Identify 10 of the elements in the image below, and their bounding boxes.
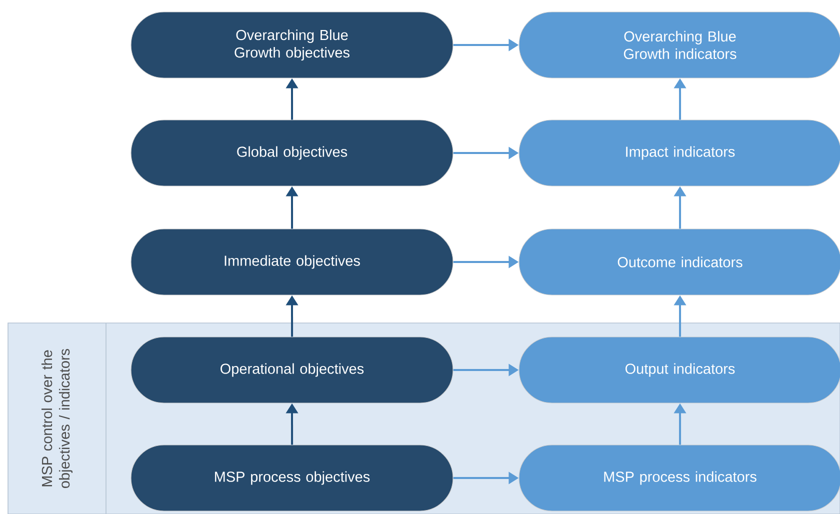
objective-pill: Operational objectives bbox=[130, 336, 454, 404]
indicator-pill: Outcome indicators bbox=[518, 228, 840, 296]
indicator-pill: Overarching Blue Growth indicators bbox=[518, 12, 840, 78]
indicator-pill: Output indicators bbox=[518, 336, 840, 404]
indicator-pill: Impact indicators bbox=[518, 120, 840, 186]
indicator-pill: MSP process indicators bbox=[518, 444, 840, 512]
objective-pill: Global objectives bbox=[130, 120, 454, 186]
objective-pill: Overarching Blue Growth objectives bbox=[130, 12, 454, 78]
objective-pill: MSP process objectives bbox=[130, 444, 454, 512]
objective-pill: Immediate objectives bbox=[130, 228, 454, 296]
